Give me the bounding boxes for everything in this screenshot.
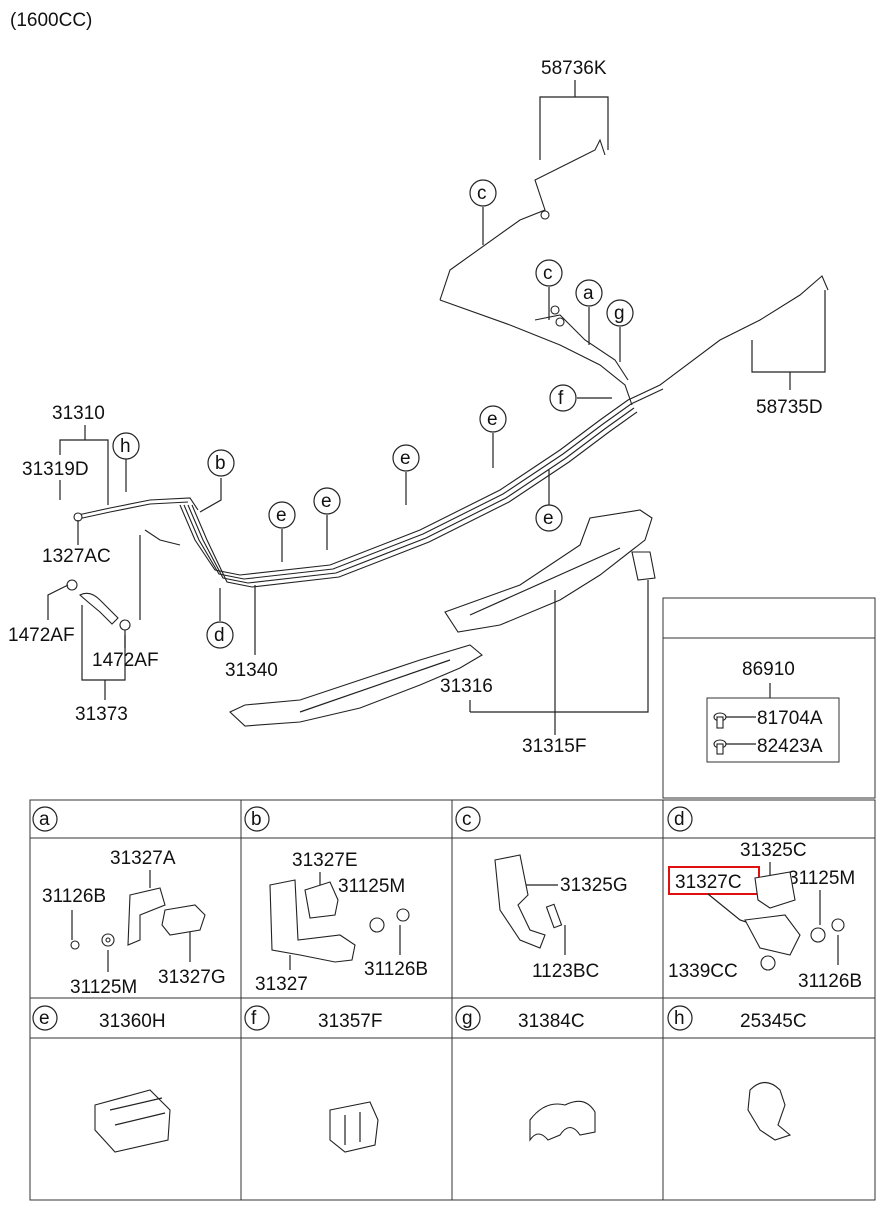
label-31310: 31310: [52, 403, 105, 424]
label-86910: 86910: [742, 659, 795, 680]
svg-text:c: c: [462, 809, 472, 830]
svg-text:b: b: [215, 453, 226, 474]
svg-text:d: d: [674, 809, 685, 830]
frame-rails: [229, 509, 656, 727]
detail-f: f 31357F: [244, 1005, 382, 1153]
label-81704A: 81704A: [757, 708, 823, 729]
svg-text:e: e: [276, 505, 287, 526]
callout-e-2: e: [392, 444, 420, 472]
svg-text:e: e: [543, 508, 554, 529]
callout-e-4: e: [268, 501, 296, 529]
svg-text:31327G: 31327G: [158, 967, 226, 988]
callout-a: a: [575, 279, 603, 307]
svg-text:1339CC: 1339CC: [668, 961, 738, 982]
label-1472AF-right: 1472AF: [92, 650, 159, 671]
svg-text:31327E: 31327E: [292, 850, 358, 871]
label-31316: 31316: [440, 676, 493, 697]
svg-text:f: f: [558, 388, 564, 409]
svg-text:31325C: 31325C: [740, 840, 807, 861]
bolt-icon: [713, 739, 727, 755]
label-31340: 31340: [225, 660, 278, 681]
svg-text:g: g: [462, 1008, 473, 1029]
svg-text:31126B: 31126B: [42, 886, 106, 907]
svg-text:31126B: 31126B: [798, 971, 862, 992]
callout-f: f: [549, 384, 577, 412]
svg-text:e: e: [487, 409, 498, 430]
svg-text:31125M: 31125M: [338, 876, 405, 897]
svg-text:31327C: 31327C: [675, 872, 742, 893]
label-58736K: 58736K: [541, 58, 607, 79]
svg-text:f: f: [251, 1008, 257, 1029]
label-31373: 31373: [75, 704, 128, 725]
svg-text:e: e: [400, 448, 411, 469]
svg-text:31327A: 31327A: [110, 848, 176, 869]
svg-text:g: g: [614, 303, 625, 324]
callout-e-5: e: [535, 504, 563, 532]
callout-g: g: [606, 299, 634, 327]
svg-text:31325G: 31325G: [560, 875, 628, 896]
bolt-icon: [713, 712, 727, 729]
bolt-panel: 86910 81704A 82423A: [662, 597, 876, 799]
svg-text:a: a: [583, 283, 594, 304]
detail-b: b 31327E 31125M 31327 31126B: [244, 806, 428, 995]
label-58735D: 58735D: [756, 397, 823, 418]
label-1472AF-left: 1472AF: [8, 625, 75, 646]
detail-c: c 31325G 1123BC: [455, 806, 628, 982]
detail-d: d 31325C 31327C 31125M 1339CC 31126B: [667, 806, 862, 992]
svg-text:e: e: [321, 491, 332, 512]
svg-text:31125M: 31125M: [788, 868, 855, 889]
callout-b: b: [207, 449, 235, 477]
callout-h: h: [112, 432, 140, 460]
callout-c-2: c: [535, 259, 563, 287]
svg-text:31327: 31327: [255, 974, 308, 995]
label-82423A: 82423A: [757, 736, 823, 757]
detail-h: h 25345C: [667, 1005, 807, 1141]
label-31319D: 31319D: [22, 459, 89, 480]
svg-text:c: c: [477, 183, 487, 204]
callout-e-1: e: [479, 405, 507, 433]
svg-text:h: h: [120, 436, 131, 457]
svg-text:h: h: [674, 1008, 685, 1029]
detail-a: a 31327A 31126B 31125M 31327G: [32, 806, 226, 998]
svg-text:d: d: [214, 625, 225, 646]
svg-text:31384C: 31384C: [518, 1011, 585, 1032]
callout-c-1: c: [469, 179, 497, 207]
svg-text:31360H: 31360H: [99, 1011, 166, 1032]
svg-text:25345C: 25345C: [740, 1011, 807, 1032]
detail-e: e 31360H: [32, 1005, 171, 1153]
svg-text:a: a: [39, 809, 50, 830]
svg-text:31125M: 31125M: [70, 977, 137, 998]
detail-g: g 31384C: [455, 1005, 596, 1142]
svg-text:1123BC: 1123BC: [532, 961, 599, 982]
label-1327AC: 1327AC: [42, 546, 111, 567]
engine-label: (1600CC): [10, 10, 92, 31]
label-31315F: 31315F: [522, 736, 586, 757]
fuel-line-assembly: [66, 138, 829, 631]
detail-grid: [29, 799, 876, 1201]
callout-d: d: [206, 621, 234, 649]
svg-text:e: e: [39, 1008, 50, 1029]
leader-lines: [47, 80, 826, 735]
svg-text:b: b: [251, 809, 262, 830]
svg-text:c: c: [543, 263, 553, 284]
svg-text:31126B: 31126B: [364, 959, 428, 980]
callout-e-3: e: [313, 487, 341, 515]
svg-text:31357F: 31357F: [318, 1011, 382, 1032]
